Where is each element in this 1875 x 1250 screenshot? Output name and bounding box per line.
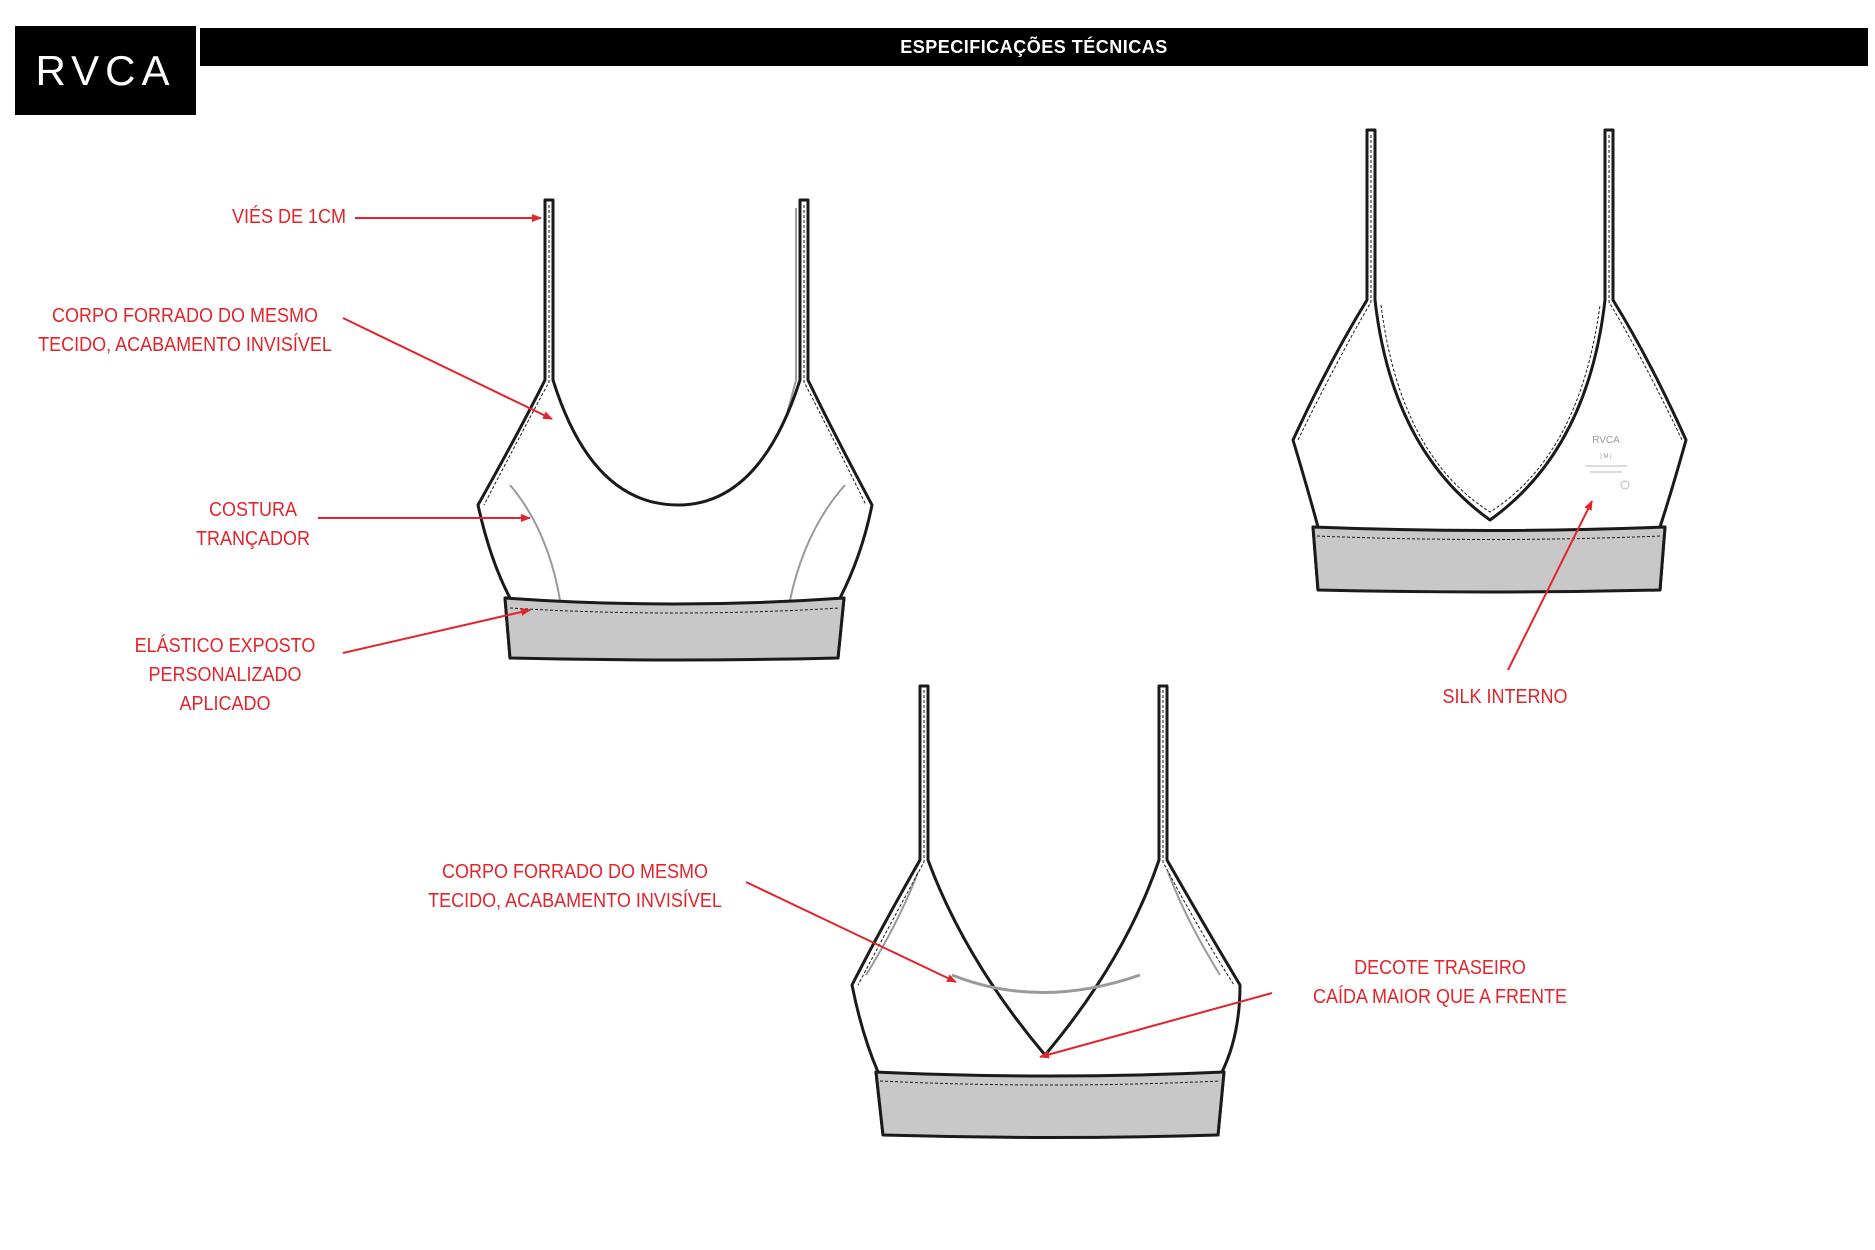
callout-silk: SILK INTERNO bbox=[1420, 683, 1591, 712]
callout-elastico-line-2: PERSONALIZADO bbox=[148, 664, 302, 686]
callout-corpo-frente: CORPO FORRADO DO MESMO TECIDO, ACABAMENT… bbox=[37, 302, 334, 360]
front-view-garment bbox=[476, 198, 874, 662]
back-view-garment: RVCA | M | bbox=[1291, 128, 1688, 594]
callout-decote: DECOTE TRASEIRO CAÍDA MAIOR QUE A FRENTE bbox=[1296, 954, 1584, 1012]
callout-vies: VIÉS DE 1CM bbox=[211, 203, 346, 232]
callout-costura: COSTURA TRANÇADOR bbox=[177, 496, 330, 554]
callout-elastico-line-3: APLICADO bbox=[179, 693, 271, 715]
arrow-decote bbox=[1039, 992, 1273, 1059]
title-bar: ESPECIFICAÇÕES TÉCNICAS bbox=[200, 28, 1868, 66]
arrow-silk bbox=[1507, 500, 1593, 671]
callout-corpo-frente-line-1: CORPO FORRADO DO MESMO bbox=[51, 305, 319, 327]
inner-label-size: | M | bbox=[1600, 454, 1612, 460]
brand-logo-text: RVCA bbox=[35, 46, 176, 94]
callout-decote-line-2: CAÍDA MAIOR QUE A FRENTE bbox=[1312, 986, 1568, 1008]
callout-corpo-costas-line-2: TECIDO, ACABAMENTO INVISÍVEL bbox=[428, 890, 722, 912]
callout-costura-line-2: TRANÇADOR bbox=[195, 528, 310, 550]
inner-label-brand: RVCA bbox=[1592, 435, 1620, 446]
callout-corpo-frente-line-2: TECIDO, ACABAMENTO INVISÍVEL bbox=[38, 334, 332, 356]
callout-decote-line-1: DECOTE TRASEIRO bbox=[1354, 957, 1526, 979]
callout-corpo-costas: CORPO FORRADO DO MESMO TECIDO, ACABAMENT… bbox=[427, 858, 724, 916]
callout-vies-line-1: VIÉS DE 1CM bbox=[231, 206, 346, 228]
back-view-detail-garment bbox=[850, 684, 1242, 1139]
callout-corpo-costas-line-1: CORPO FORRADO DO MESMO bbox=[441, 861, 709, 883]
annotation-arrows bbox=[318, 214, 1593, 1059]
arrow-corpo-frente bbox=[342, 317, 553, 420]
callout-elastico: ELÁSTICO EXPOSTO PERSONALIZADO APLICADO bbox=[122, 632, 329, 719]
brand-logo: RVCA bbox=[15, 26, 196, 115]
callout-elastico-line-1: ELÁSTICO EXPOSTO bbox=[134, 635, 316, 657]
arrow-corpo-costas bbox=[745, 881, 957, 983]
callout-silk-line-1: SILK INTERNO bbox=[1442, 686, 1568, 708]
arrow-elastico bbox=[342, 608, 531, 654]
inner-label-symbol-icon bbox=[1620, 480, 1630, 490]
page-title: ESPECIFICAÇÕES TÉCNICAS bbox=[900, 36, 1168, 57]
callout-costura-line-1: COSTURA bbox=[208, 499, 298, 521]
